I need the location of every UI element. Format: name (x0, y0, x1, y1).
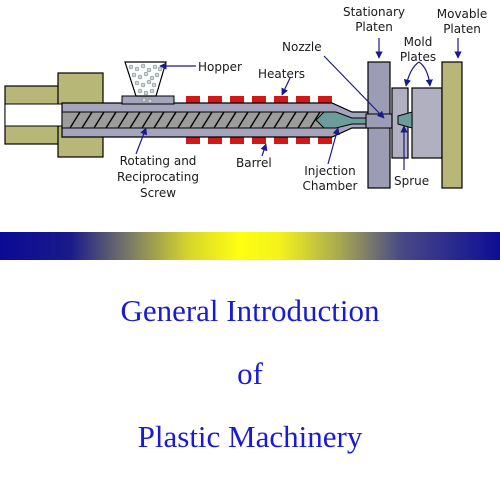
label-nozzle: Nozzle (282, 40, 322, 54)
label-movable-platen: Movable (437, 7, 487, 21)
heater-bands (186, 96, 332, 144)
label-injection-chamber: Chamber (303, 179, 358, 193)
label-injection-chamber: Injection (304, 164, 355, 178)
label-sprue: Sprue (394, 174, 429, 188)
title-line-3: Plastic Machinery (137, 419, 363, 454)
leader-arrows (135, 38, 462, 170)
label-stationary-platen: Platen (355, 20, 393, 34)
label-heaters: Heaters (258, 67, 305, 81)
title-line-2: of (237, 356, 263, 391)
diagram-labels: Stationary Platen Movable Platen Mold Pl… (117, 5, 487, 200)
screw (61, 111, 325, 129)
label-hopper: Hopper (198, 60, 242, 74)
label-rotating-screw: Screw (140, 186, 176, 200)
label-mold-plates: Mold (404, 35, 433, 49)
gradient-divider-band (0, 232, 500, 260)
injection-molding-diagram: Stationary Platen Movable Platen Mold Pl… (4, 5, 487, 200)
label-movable-platen: Platen (443, 22, 481, 36)
mold-plates (391, 87, 443, 159)
label-mold-plates: Plates (400, 50, 436, 64)
movable-platen (441, 61, 463, 189)
title-line-1: General Introduction (120, 293, 380, 328)
label-rotating-screw: Reciprocating (117, 170, 199, 184)
stationary-platen (365, 61, 393, 189)
label-stationary-platen: Stationary (343, 5, 405, 19)
label-barrel: Barrel (236, 156, 272, 170)
label-rotating-screw: Rotating and (120, 154, 197, 168)
hopper (121, 61, 175, 105)
